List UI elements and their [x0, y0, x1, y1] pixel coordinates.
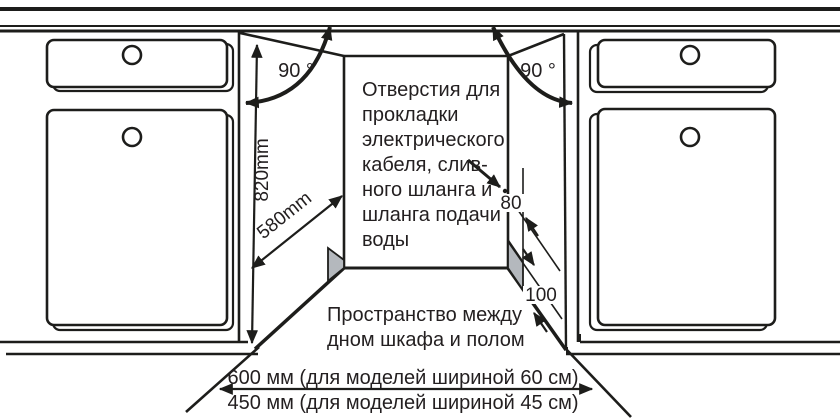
- right-plinth-panel: [507, 237, 524, 293]
- left-angle-arc: [244, 25, 333, 109]
- left-door-front: [45, 108, 229, 327]
- holes-note-line6: шланга подачи: [362, 204, 501, 226]
- countertop: [0, 7, 840, 33]
- left-door-knob: [121, 126, 143, 148]
- hole-dimensions: 80 100: [467, 158, 563, 333]
- hole-point: [502, 188, 508, 194]
- holes-note-line3: электрического: [362, 129, 505, 151]
- dimension-height: 820mm: [246, 43, 273, 345]
- floor: [0, 334, 840, 418]
- niche-bottom-left-perspective-edge: [253, 266, 346, 351]
- holes-leader-arrow: [467, 158, 501, 189]
- width-60-label: 600 мм (для моделей шириной 60 см): [227, 367, 578, 389]
- right-angle-arc: [491, 25, 574, 108]
- width-extension-line-right: [565, 348, 632, 418]
- hole-size-label: 80: [500, 193, 521, 214]
- right-angle-label: 90 °: [520, 60, 556, 82]
- niche-top-right-perspective-edge: [507, 32, 565, 58]
- width-extension-line-left: [185, 346, 260, 413]
- right-door-front: [596, 107, 777, 327]
- width-dimension: 600 мм (для моделей шириной 60 см) 450 м…: [218, 367, 594, 414]
- holes-note-line1: Отверстия для: [362, 79, 500, 101]
- holes-note-line4: кабеля, слив-: [362, 154, 488, 176]
- holes-note-line5: ного шланга и: [362, 179, 492, 201]
- right-door-knob: [679, 126, 701, 148]
- left-cabinet: [45, 31, 241, 342]
- right-cabinet: [576, 31, 777, 342]
- right-drawer-knob: [679, 44, 701, 66]
- floor-space-note: Пространство между дном шкафа и полом: [327, 304, 525, 351]
- plinth-space-label-bg: [523, 286, 559, 304]
- holes-note: Отверстия для прокладки электрического к…: [362, 79, 505, 251]
- hole-size-label-bg: [497, 194, 526, 212]
- holes-note-line2: прокладки: [362, 104, 458, 126]
- hole-size-arrow-up: [525, 217, 539, 237]
- height-dimension-label: 820mm: [252, 138, 273, 201]
- holes-note-line7: воды: [362, 229, 409, 251]
- niche-front-right-edge: [562, 33, 568, 349]
- hole-extension-line-lower: [508, 242, 563, 320]
- left-drawer-knob: [121, 44, 143, 66]
- plinth-space-label: 100: [525, 285, 557, 306]
- plinth-space-arrow: [533, 312, 548, 333]
- door-angle-left: 90 °: [244, 25, 333, 109]
- left-angle-label: 90 °: [278, 60, 314, 82]
- floor-space-note-line1: Пространство между: [327, 304, 522, 326]
- door-angle-right: 90 °: [491, 25, 574, 108]
- depth-dimension-line: [251, 195, 343, 269]
- hole-size-arrow-down: [521, 248, 535, 266]
- floor-space-note-line2: дном шкафа и полом: [327, 329, 525, 351]
- width-45-label: 450 мм (для моделей шириной 45 см): [227, 392, 578, 414]
